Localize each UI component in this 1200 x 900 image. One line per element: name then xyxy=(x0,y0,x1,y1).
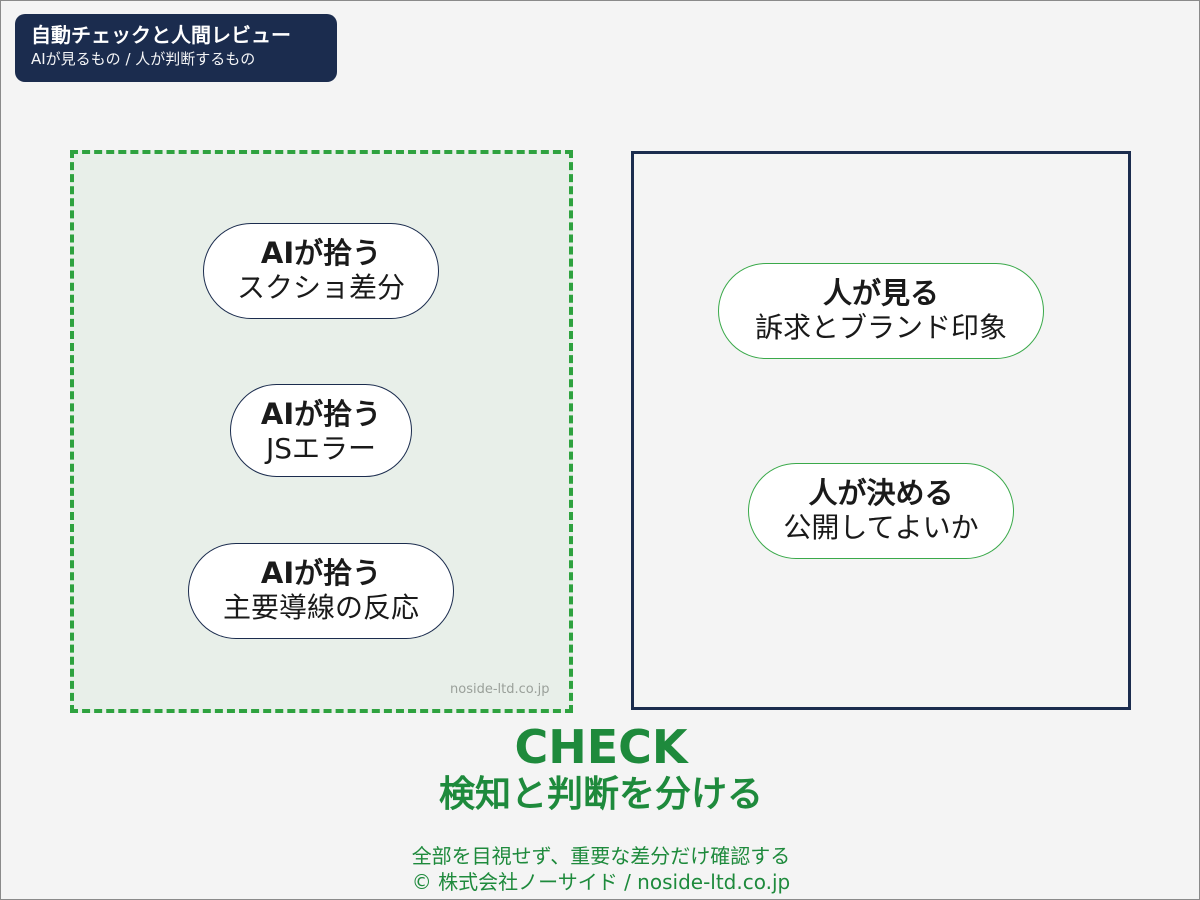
ai-item-body: スクショ差分 xyxy=(236,271,405,304)
ai-item-head: AIが拾う xyxy=(260,236,382,270)
ai-item-main-flow: AIが拾う 主要導線の反応 xyxy=(188,543,454,639)
human-item-publish-decision: 人が決める 公開してよいか xyxy=(748,463,1014,559)
ai-item-body: JSエラー xyxy=(265,432,377,465)
human-item-body: 公開してよいか xyxy=(783,511,979,544)
footer-note: 全部を目視せず、重要な差分だけ確認する xyxy=(411,844,791,868)
footer-copyright: © 株式会社ノーサイド / noside-ltd.co.jp xyxy=(411,870,791,894)
human-review-panel xyxy=(631,151,1131,710)
check-heading: CHECK xyxy=(514,720,688,774)
ai-item-body: 主要導線の反応 xyxy=(222,591,419,624)
panel-watermark: noside-ltd.co.jp xyxy=(450,682,550,697)
human-item-body: 訴求とブランド印象 xyxy=(754,311,1007,344)
ai-item-head: AIが拾う xyxy=(260,556,382,590)
page-subtitle: AIが見るもの / 人が判断するもの xyxy=(31,50,256,68)
human-item-head: 人が決める xyxy=(808,476,954,510)
human-item-head: 人が見る xyxy=(822,276,939,310)
ai-item-js-error: AIが拾う JSエラー xyxy=(230,384,412,477)
human-item-brand-impression: 人が見る 訴求とブランド印象 xyxy=(718,263,1044,359)
page-title: 自動チェックと人間レビュー xyxy=(31,23,291,47)
title-card: 自動チェックと人間レビュー AIが見るもの / 人が判断するもの xyxy=(15,14,337,82)
check-subheading: 検知と判断を分ける xyxy=(438,774,763,815)
ai-item-head: AIが拾う xyxy=(260,397,382,431)
ai-item-screenshot-diff: AIが拾う スクショ差分 xyxy=(203,223,439,319)
